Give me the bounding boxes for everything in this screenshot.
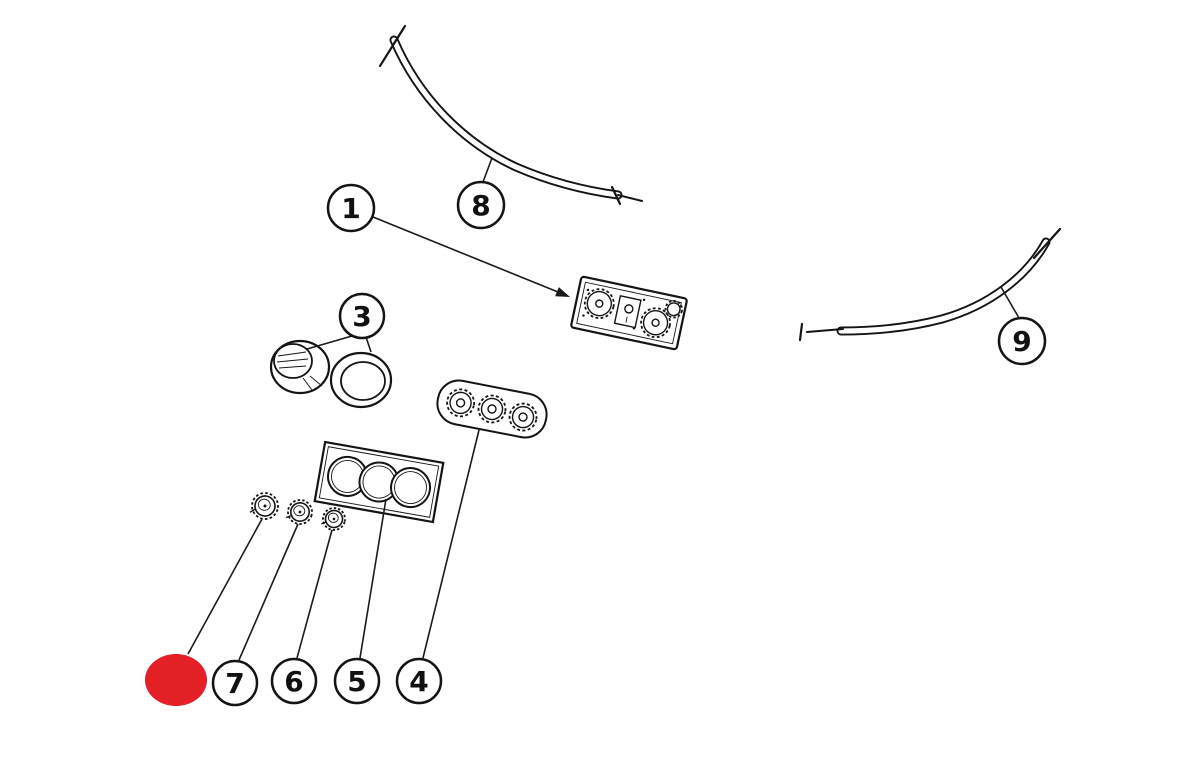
leader-line-5: [359, 498, 387, 659]
callout-6[interactable]: 6: [270, 657, 318, 705]
trim-strip-right-drawing: [798, 227, 1062, 342]
callout-9-label: 9: [1012, 325, 1031, 358]
cut-mark: [1032, 227, 1062, 260]
trim-strip-top-drawing: [378, 24, 643, 206]
callout-3-label: 3: [352, 300, 371, 333]
leader-line-1: [372, 216, 559, 293]
callout-1[interactable]: 1: [326, 183, 376, 233]
leader-line-8: [482, 157, 493, 183]
callout-7[interactable]: 7: [211, 659, 259, 707]
control-bezel-drawing: [313, 440, 445, 524]
leader-line-4: [422, 429, 480, 659]
cut-mark: [378, 24, 407, 68]
callout-5[interactable]: 5: [333, 657, 381, 705]
callout-4-label: 4: [409, 665, 428, 698]
leader-line-highlight: [187, 518, 263, 655]
arrowhead-1: [555, 287, 570, 297]
callout-8[interactable]: 8: [456, 180, 506, 230]
callout-5-label: 5: [347, 665, 366, 698]
knob-drawing-a: [249, 492, 279, 520]
callout-4[interactable]: 4: [395, 657, 443, 705]
bezel-rings-drawing: [269, 339, 393, 409]
leader-line-3a: [306, 335, 353, 350]
knob-drawing-b: [285, 499, 313, 525]
callout-8-label: 8: [471, 189, 490, 222]
callout-3[interactable]: 3: [338, 292, 386, 340]
knob-drawing-c: [321, 507, 346, 531]
leader-line-3b: [365, 336, 372, 353]
callout-1-label: 1: [341, 192, 360, 225]
leader-line-7: [238, 523, 299, 661]
gasket-plate-drawing: [436, 379, 548, 439]
leader-line-9: [1000, 286, 1020, 319]
callout-6-label: 6: [284, 665, 303, 698]
leader-line-6: [296, 529, 333, 659]
control-unit-drawing: [570, 275, 688, 351]
callout-7-label: 7: [225, 667, 244, 700]
highlighted-part-marker[interactable]: [145, 654, 207, 706]
callout-9[interactable]: 9: [997, 316, 1047, 366]
leader-lines: [187, 157, 1020, 661]
